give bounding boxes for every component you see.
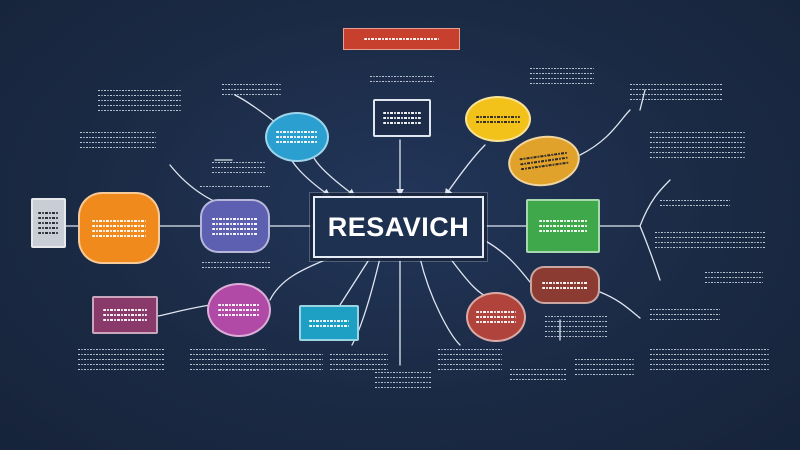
note-bottom-left-2	[190, 345, 266, 374]
node-yellow[interactable]	[465, 96, 531, 142]
connector-center-cyan	[339, 257, 371, 306]
note-bottom-center-1	[265, 350, 323, 374]
node-teal[interactable]	[265, 112, 329, 162]
note-purple-above	[200, 182, 270, 191]
note-bottom-right-2	[510, 365, 566, 384]
note-top-left-1	[98, 86, 182, 115]
center-node[interactable]: RESAVICH	[313, 196, 484, 258]
connector-rust-note	[599, 291, 641, 319]
node-purple[interactable]	[200, 199, 270, 253]
node-magenta[interactable]	[207, 283, 271, 337]
node-top-box[interactable]	[373, 99, 431, 137]
note-top-center	[370, 72, 434, 86]
note-bottom-center-2	[330, 350, 388, 374]
note-bottom-right-1	[545, 312, 607, 341]
note-purple-below	[202, 258, 270, 272]
connector-right-top	[639, 89, 646, 111]
note-right-1	[650, 128, 746, 162]
note-bottom-center-3	[375, 368, 431, 392]
node-red[interactable]	[466, 292, 526, 342]
note-right-5	[650, 305, 720, 324]
note-top-right-2	[630, 80, 722, 104]
note-right-4	[705, 268, 763, 287]
note-bottom-left-1	[78, 345, 164, 374]
node-orange[interactable]	[78, 192, 160, 264]
note-right-3	[655, 228, 765, 252]
note-right-6	[650, 345, 770, 374]
connector-center-magenta	[269, 257, 331, 301]
note-teal-side	[212, 158, 266, 177]
connector-green-down	[639, 225, 661, 281]
center-title: RESAVICH	[327, 211, 470, 242]
note-top-right-1	[530, 64, 594, 88]
note-top-mid-left	[222, 80, 282, 99]
connector-center-downright	[419, 257, 461, 346]
connector-center-yellow	[444, 144, 486, 197]
node-plum[interactable]	[92, 296, 158, 334]
note-bottom-center-4	[438, 345, 502, 374]
connector-magenta-plum	[157, 304, 211, 317]
connector-center-red	[449, 257, 491, 299]
node-gray[interactable]	[31, 198, 66, 248]
node-rust[interactable]	[530, 266, 600, 304]
connector-green-up	[639, 179, 671, 227]
node-green[interactable]	[526, 199, 600, 253]
connector-center-rust	[483, 239, 531, 283]
note-top-left-2	[80, 128, 156, 152]
top-banner	[343, 28, 460, 50]
note-bottom-right-3	[575, 355, 635, 379]
connector-amber-note	[579, 109, 631, 156]
note-right-2	[660, 196, 730, 210]
node-cyan[interactable]	[299, 305, 359, 341]
